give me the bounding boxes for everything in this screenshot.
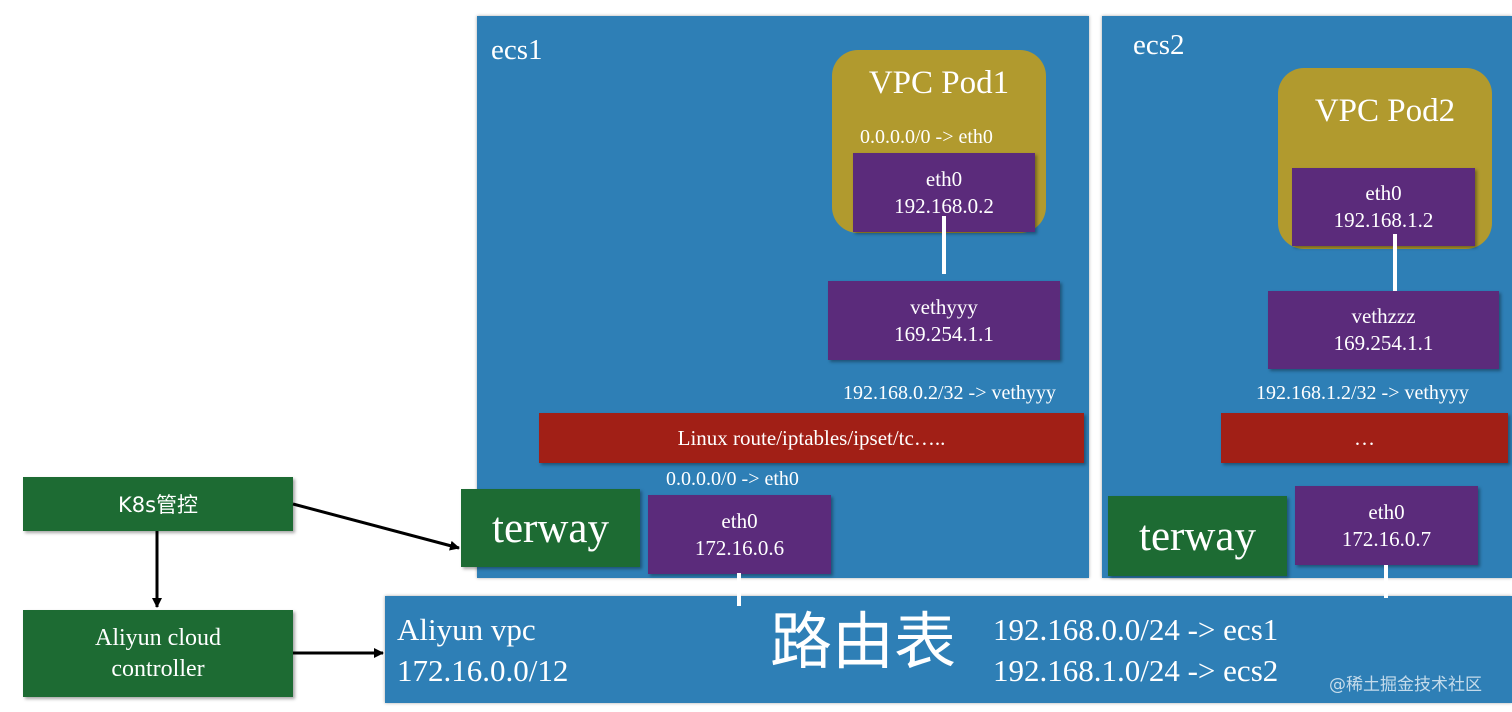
ecs1-label: ecs1 (491, 34, 543, 66)
ecs2-host-route: 192.168.1.2/32 -> vethyyy (1256, 382, 1469, 404)
ecs1-host-route: 192.168.0.2/32 -> vethyyy (843, 382, 1056, 404)
ecs2-eth0-ip: 172.16.0.7 (1341, 526, 1432, 551)
ecs1-vpc-link (737, 573, 741, 606)
ecs1-veth: vethyyy 169.254.1.1 (828, 281, 1060, 360)
ecs1-eth0-ip: 172.16.0.6 (694, 535, 785, 560)
ecs1-veth-name: vethyyy (910, 294, 978, 319)
ecs2-label: ecs2 (1133, 29, 1185, 61)
aliyun-vpc: Aliyun vpc 172.16.0.0/12 路由表 192.168.0.0… (385, 596, 1512, 703)
ecs1-linux-stack-label: Linux route/iptables/ipset/tc….. (677, 425, 946, 450)
k8s-control: K8s管控 (23, 477, 293, 531)
ecs2-veth: vethzzz 169.254.1.1 (1268, 291, 1499, 369)
route-entry-ecs1: 192.168.0.0/24 -> ecs1 (993, 612, 1279, 647)
ecs2-eth0-name: eth0 (1368, 499, 1405, 524)
ecs1-pod-veth-link (942, 216, 946, 274)
ecs2-pod-veth-link (1393, 234, 1397, 296)
ecs1-eth0: eth0 172.16.0.6 (648, 495, 831, 574)
ecs2-pod-eth0-name: eth0 (1365, 181, 1402, 205)
ecs2-eth0: eth0 172.16.0.7 (1295, 486, 1478, 565)
ecs1-linux-stack: Linux route/iptables/ipset/tc….. (539, 413, 1084, 463)
arrow-k8s-to-terway (292, 502, 460, 551)
vpc-name: Aliyun vpc (397, 612, 536, 647)
ecs1-pod-eth0: eth0 192.168.0.2 (853, 153, 1035, 232)
vpc-cidr: 172.16.0.0/12 (397, 653, 569, 688)
controller-label-line1: Aliyun cloud (95, 624, 221, 651)
ecs2-veth-name: vethzzz (1351, 304, 1416, 328)
ecs1-pod-title: VPC Pod1 (868, 65, 1010, 101)
ecs1-pod-route: 0.0.0.0/0 -> eth0 (860, 126, 993, 148)
ecs2-terway: terway (1108, 496, 1287, 576)
ecs1-terway-label: terway (492, 504, 609, 552)
ecs1-eth0-name: eth0 (721, 508, 758, 533)
ecs2-linux-stack-label: … (1354, 425, 1375, 450)
k8s-control-label: K8s管控 (117, 493, 199, 517)
aliyun-cloud-controller: Aliyun cloud controller (23, 610, 293, 697)
ecs2-pod-title: VPC Pod2 (1314, 93, 1456, 129)
route-entry-ecs2: 192.168.1.0/24 -> ecs2 (993, 653, 1279, 688)
ecs2-vpc-link (1384, 565, 1388, 598)
controller-label-line2: controller (111, 655, 205, 682)
ecs2-veth-ip: 169.254.1.1 (1333, 331, 1434, 355)
ecs1-terway: terway (461, 489, 640, 567)
ecs1-veth-ip: 169.254.1.1 (894, 321, 994, 346)
ecs2-pod-eth0-ip: 192.168.1.2 (1333, 208, 1434, 232)
ecs2-terway-label: terway (1139, 512, 1256, 560)
ecs1-default-route: 0.0.0.0/0 -> eth0 (666, 468, 799, 490)
route-table-title: 路由表 (770, 605, 957, 678)
ecs1-pod-eth0-ip: 192.168.0.2 (894, 193, 994, 218)
ecs2-linux-stack: … (1221, 413, 1508, 463)
ecs2-pod-eth0: eth0 192.168.1.2 (1292, 168, 1475, 246)
watermark: @稀土掘金技术社区 (1329, 675, 1482, 695)
ecs1-pod-eth0-name: eth0 (925, 166, 963, 191)
